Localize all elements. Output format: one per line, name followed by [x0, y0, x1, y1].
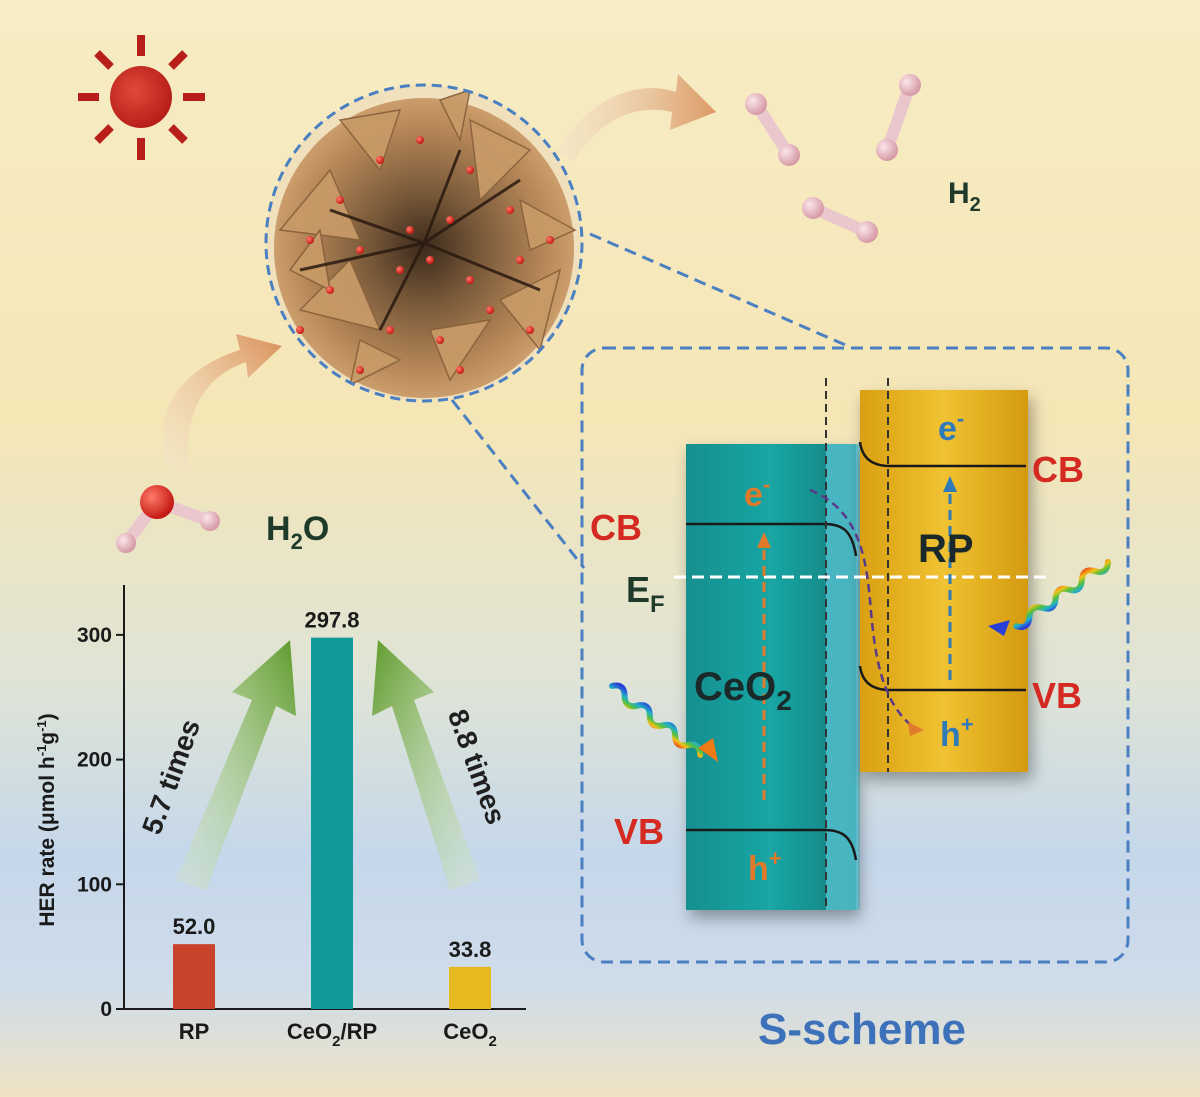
- y-axis-label: HER rate (μmol h-1g-1): [34, 713, 59, 926]
- ceo2-band-label: CeO2: [694, 665, 792, 716]
- bar-value-label: 52.0: [173, 914, 216, 939]
- ceo2-cb-label: CB: [590, 507, 642, 548]
- her-rate-chart: 0 100 200 300 52.0 297.8 33.8 RP CeO2/RP CeO2 H…: [34, 585, 526, 1050]
- catalyst-sphere: [264, 83, 584, 403]
- y-tick-label: 0: [100, 998, 112, 1021]
- rp-band-label: RP: [918, 527, 974, 571]
- bar-0: [173, 944, 215, 1009]
- ceo2-vb-label: VB: [614, 811, 664, 852]
- x-category-label: CeO2/RP: [287, 1019, 377, 1050]
- s-scheme-frame: [580, 346, 1130, 964]
- h2o-label: H2O: [266, 510, 329, 554]
- bar-2: [449, 966, 491, 1009]
- bar-value-label: 297.8: [304, 608, 359, 633]
- arrow-water-to-catalyst: [162, 334, 282, 470]
- zoom-connectors: [450, 232, 851, 569]
- y-tick-label: 100: [77, 873, 112, 896]
- sun-icon: [78, 35, 205, 160]
- water-molecule: [116, 485, 220, 553]
- hydrogen-molecules: [745, 74, 921, 243]
- x-category-label: RP: [179, 1019, 210, 1044]
- y-tick-label: 200: [77, 749, 112, 772]
- rp-electron-label: e-: [938, 406, 964, 448]
- arrow-catalyst-to-hydrogen: [556, 74, 716, 162]
- annotation-5-7-times: 5.7 times: [136, 715, 206, 838]
- y-tick-label: 300: [77, 624, 112, 647]
- s-scheme-title: S-scheme: [758, 1005, 966, 1054]
- ceo2-electron-label: e-: [744, 472, 770, 514]
- comparison-arrow-left: [176, 640, 296, 890]
- rp-hole-label: h+: [940, 712, 974, 754]
- bar-1: [311, 637, 353, 1009]
- bar-value-label: 33.8: [449, 937, 492, 962]
- x-category-label: CeO2: [443, 1019, 497, 1050]
- fermi-level-label: EF: [626, 569, 665, 618]
- ceo2-hole-label: h+: [748, 846, 782, 888]
- rp-vb-label: VB: [1032, 675, 1082, 716]
- h2-label: H2: [948, 177, 981, 216]
- rp-cb-label: CB: [1032, 449, 1084, 490]
- band-diagram: [609, 378, 1111, 910]
- comparison-arrow-right: [372, 640, 480, 890]
